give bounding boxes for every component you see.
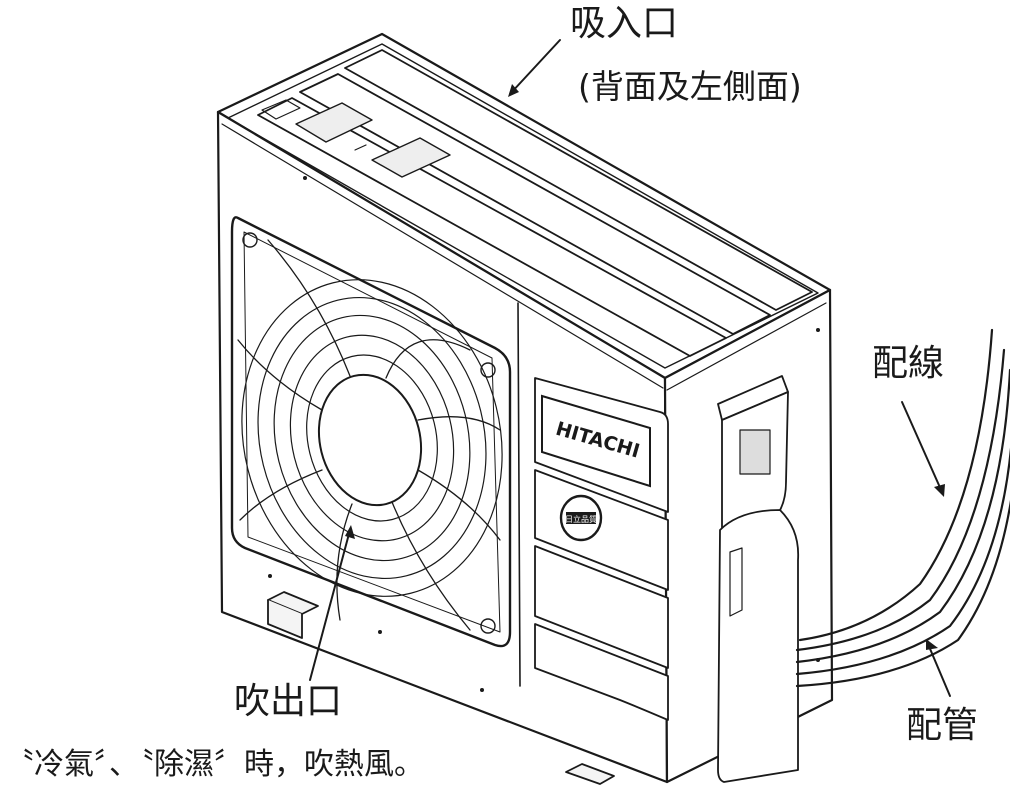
intake-leader [509,39,561,95]
quality-emblem: 日立品質 [559,494,603,542]
fan-guard [230,216,512,648]
rivets [268,176,820,692]
intake-label: 吸入口 [570,3,679,44]
emblem-text: 日立品質 [565,514,597,524]
piping-leader [927,643,951,697]
mode-note: 〝冷氣〞、〝除濕〞時，吹熱風。 [4,747,424,782]
unit-feet [267,591,615,785]
valve-cover [717,375,800,783]
top-slats [257,49,813,357]
outlet-leader [309,529,351,681]
wiring-label: 配線 [872,343,945,384]
intake-note-label: (背面及左側面) [578,67,802,106]
wiring-leader [901,401,943,493]
outlet-label: 吹出口 [234,681,343,722]
brand-plate: HITACHI [541,394,651,488]
piping-label: 配管 [906,705,979,746]
leader-lines [309,39,951,697]
pipes-bundle [795,328,1010,688]
